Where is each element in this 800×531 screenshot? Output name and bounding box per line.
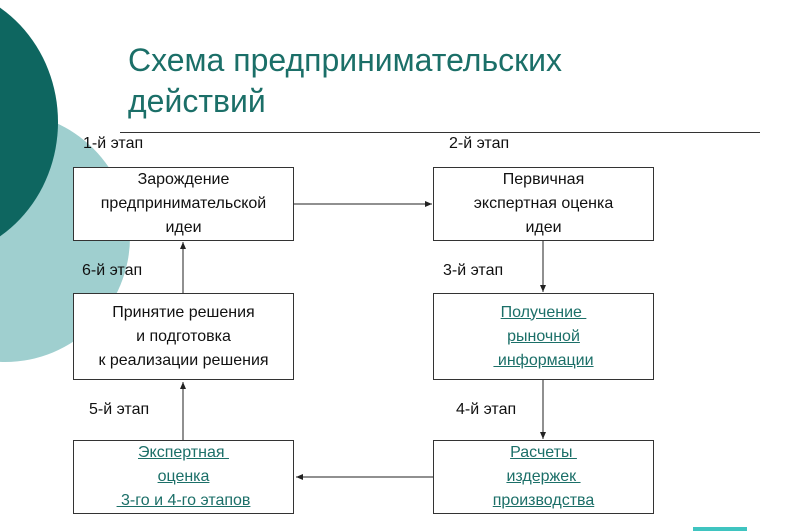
stage-label-3: 3-й этап <box>443 262 504 279</box>
stage-label-5: 5-й этап <box>89 401 150 418</box>
costs-link-line[interactable]: Расчеты <box>510 444 577 461</box>
market-info-link-line[interactable]: информации <box>493 351 594 369</box>
stage-label-6: 6-й этап <box>82 262 143 279</box>
box-line: идеи <box>165 219 202 236</box>
stage-label-2: 2-й этап <box>449 135 510 152</box>
costs-link-line[interactable]: издержек <box>506 468 581 485</box>
box-line: Первичная <box>502 171 585 188</box>
stage-label-4: 4-й этап <box>456 401 517 418</box>
box-production-costs[interactable]: Расчеты издержек производства <box>433 440 654 514</box>
slide-title: Схема предпринимательских действий <box>128 40 688 122</box>
expert-eval-link-line[interactable]: 3-го и 4-го этапов <box>116 492 251 509</box>
title-divider <box>120 132 760 133</box>
box-line: идеи <box>525 219 562 236</box>
box-primary-expert-eval: Первичная экспертная оценка идеи <box>433 167 654 241</box>
costs-link-line[interactable]: производства <box>492 492 595 509</box>
box-decision: Принятие решения и подготовка к реализац… <box>73 293 294 380</box>
expert-eval-link-line[interactable]: Экспертная <box>138 444 229 461</box>
box-market-info[interactable]: Получение рыночной информации <box>433 293 654 380</box>
box-line: экспертная оценка <box>473 195 614 212</box>
expert-eval-link-line[interactable]: оценка <box>157 468 210 485</box>
market-info-link-line[interactable]: Получение <box>500 303 587 321</box>
box-line: и подготовка <box>136 327 231 345</box>
box-line: к реализации решения <box>98 351 269 369</box>
title-line-2: действий <box>128 83 266 119</box>
box-expert-eval-3-4[interactable]: Экспертная оценка 3-го и 4-го этапов <box>73 440 294 514</box>
box-line: Принятие решения <box>112 303 255 321</box>
box-idea-origin: Зарождение предпринимательской идеи <box>73 167 294 241</box>
stage-label-1: 1-й этап <box>83 135 144 152</box>
decorative-dark-circle <box>0 7 58 237</box>
decorative-corner-bar <box>693 527 747 531</box>
box-line: Зарождение <box>137 171 230 188</box>
box-line: предпринимательской <box>100 195 267 212</box>
title-line-1: Схема предпринимательских <box>128 42 563 78</box>
market-info-link-line[interactable]: рыночной <box>507 327 580 345</box>
